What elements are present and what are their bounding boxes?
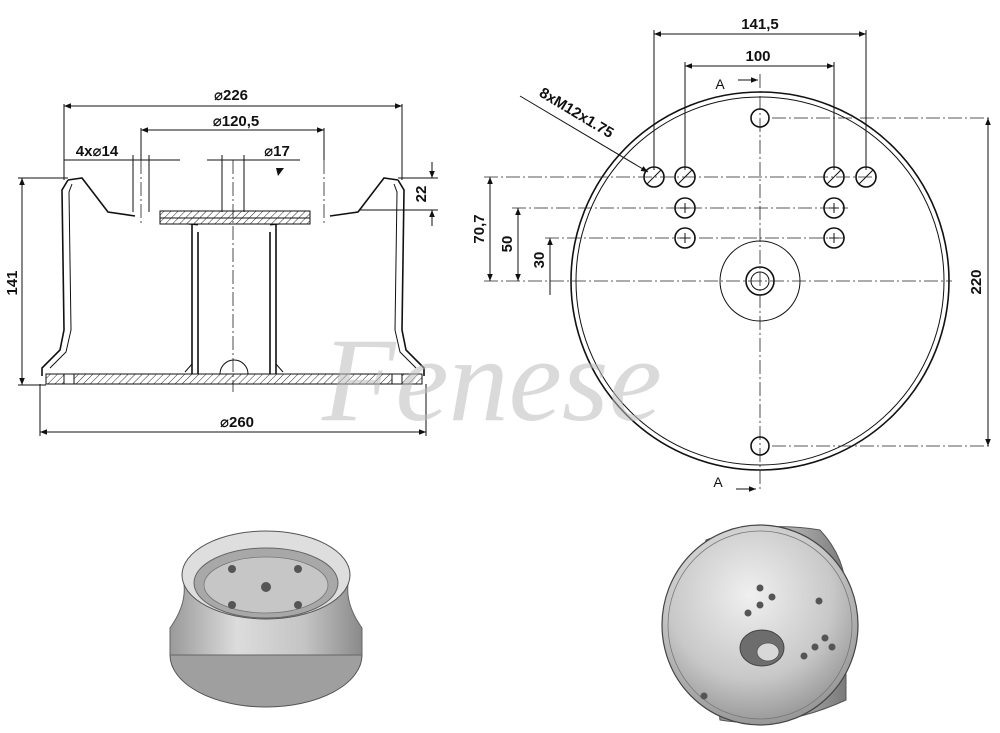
section-view: ⌀226 ⌀120,5 4x⌀14 ⌀17 141 22 ⌀260 xyxy=(4,87,438,436)
tube-gusset-left xyxy=(184,223,199,373)
section-label-bottom: A xyxy=(713,474,723,490)
bottom-slot-left xyxy=(63,373,75,385)
top-plate xyxy=(159,210,311,219)
top-plate-lower xyxy=(159,217,311,225)
dim-base-label: ⌀260 xyxy=(220,414,254,431)
render-top-view xyxy=(169,530,363,708)
dim-wide-spacing-label: 141,5 xyxy=(741,16,779,33)
dim-bolt-circle-label: ⌀120,5 xyxy=(213,113,260,130)
dim-height-label: 141 xyxy=(4,270,21,295)
bolt-hole-bottom xyxy=(750,436,770,456)
shell-right xyxy=(329,177,425,376)
dim-narrow-spacing-label: 100 xyxy=(745,48,770,65)
dim-offset-mid-label: 50 xyxy=(499,236,516,253)
dim-outer-top-label: ⌀226 xyxy=(214,87,248,104)
dim-diameter-label: 220 xyxy=(968,269,985,294)
shell-left xyxy=(41,177,136,376)
section-label-top: A xyxy=(715,76,725,92)
center-tube xyxy=(191,224,277,374)
bottom-slot-right xyxy=(391,373,403,385)
bottom-plate xyxy=(45,373,423,385)
thread-callout-leader xyxy=(519,95,649,173)
dim-offset-outer-label: 70,7 xyxy=(471,214,488,243)
dim-offset-inner-label: 30 xyxy=(531,252,548,269)
thread-hole-crosses xyxy=(680,203,839,243)
shell-left-inner xyxy=(49,183,73,369)
surface-mark xyxy=(276,168,284,176)
render-bottom-view xyxy=(661,524,859,726)
bottom-hole-arc xyxy=(219,359,249,375)
dim-center-hole-label: ⌀17 xyxy=(264,143,290,160)
shell-right-inner xyxy=(393,183,417,369)
tube-gusset-right xyxy=(269,223,284,373)
dim-holes-label: 4x⌀14 xyxy=(76,143,119,160)
bolt-hole-top xyxy=(750,108,770,128)
watermark-text: Fenese xyxy=(321,313,662,446)
dim-rim-depth-label: 22 xyxy=(413,186,430,203)
